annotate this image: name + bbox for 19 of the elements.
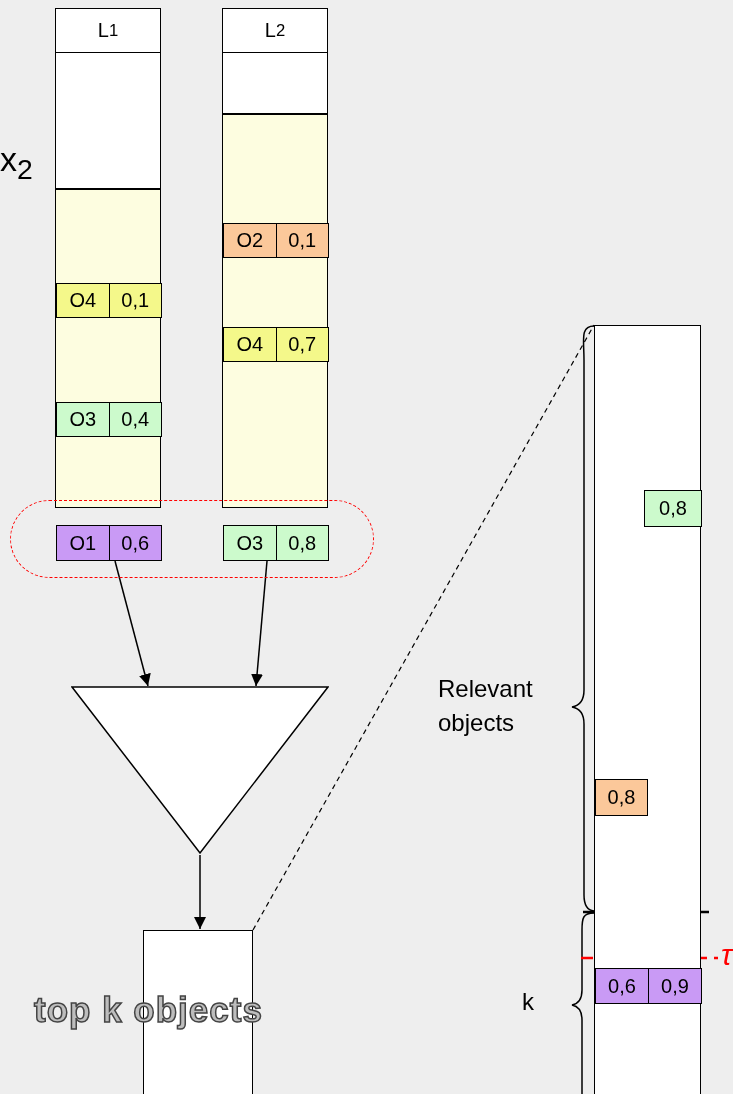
score-entry: O4 0,1	[56, 283, 162, 318]
arrow	[251, 560, 268, 687]
score-entry: O2 0,1	[223, 223, 329, 258]
score-entry: O1 0,6	[56, 525, 162, 561]
score-entry: O3 0,8	[223, 525, 329, 561]
axis-label: x$_{2}$	[0, 140, 33, 186]
score-entry: 0,6 0,9	[595, 968, 702, 1004]
list-column	[222, 8, 328, 508]
score-entry: 0,8	[595, 779, 648, 816]
arrow	[114, 560, 151, 687]
list-column	[55, 8, 161, 508]
score-entry: O4 0,7	[223, 327, 329, 362]
score-entry: 0,8	[644, 490, 702, 527]
score-entry: O3 0,4	[56, 402, 162, 437]
threshold-symbol: τ	[721, 938, 733, 972]
brace-label: k	[522, 988, 534, 1016]
brace-label: Relevant objects	[438, 674, 534, 738]
ranked-list-column	[594, 325, 701, 1094]
arrow	[194, 854, 206, 930]
